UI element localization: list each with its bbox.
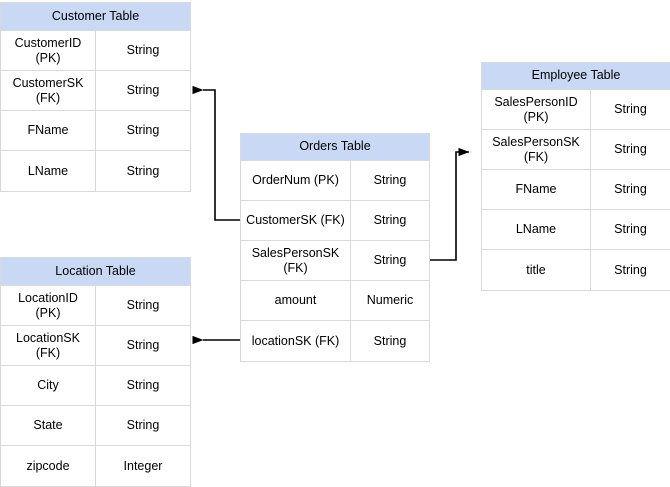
table-row[interactable]: CustomerID (PK) String <box>1 31 190 71</box>
table-title-employee: Employee Table <box>482 63 670 90</box>
field-type: String <box>126 378 160 393</box>
field-type: String <box>126 123 160 138</box>
table-row[interactable]: FName String <box>1 111 190 151</box>
table-title-orders: Orders Table <box>241 134 429 161</box>
field-name: CustomerSK (FK) <box>1 71 96 110</box>
field-type: String <box>373 213 407 228</box>
field-type: String <box>126 163 160 178</box>
table-row[interactable]: CustomerSK (FK) String <box>241 201 429 241</box>
field-type: String <box>614 182 647 197</box>
table-row[interactable]: LName String <box>482 210 670 250</box>
table-title-location: Location Table <box>1 258 190 286</box>
table-row[interactable]: locationSK (FK) String <box>241 321 429 361</box>
field-name: CustomerID (PK) <box>1 31 96 70</box>
field-name: SalesPersonSK (FK) <box>482 130 591 169</box>
table-row[interactable]: CustomerSK (FK) String <box>1 71 190 111</box>
entity-table-orders[interactable]: Orders Table OrderNum (PK) String Custom… <box>240 133 430 362</box>
connector-orders-to-employee <box>430 147 470 261</box>
field-name: SalesPersonID (PK) <box>482 90 591 129</box>
field-type: String <box>614 262 647 277</box>
field-type: String <box>373 333 407 348</box>
table-row[interactable]: LName String <box>1 151 190 191</box>
field-type: String <box>373 173 407 188</box>
field-type: String <box>614 142 647 157</box>
field-name: LocationSK (FK) <box>1 326 96 365</box>
field-name: LName <box>1 151 96 191</box>
table-row[interactable]: amount Numeric <box>241 281 429 321</box>
table-row[interactable]: FName String <box>482 170 670 210</box>
field-type: Numeric <box>366 293 414 308</box>
field-name: CustomerSK (FK) <box>241 201 351 240</box>
field-type: Integer <box>123 458 163 473</box>
table-row[interactable]: State String <box>1 406 190 446</box>
table-title-customer: Customer Table <box>1 3 190 31</box>
field-type: String <box>126 43 160 58</box>
table-row[interactable]: LocationID (PK) String <box>1 286 190 326</box>
table-row[interactable]: title String <box>482 250 670 290</box>
field-type: String <box>126 83 160 98</box>
field-name: FName <box>482 170 591 209</box>
field-type: String <box>614 222 647 237</box>
field-type: String <box>373 253 407 268</box>
table-row[interactable]: OrderNum (PK) String <box>241 161 429 201</box>
field-name: State <box>1 406 96 445</box>
table-row[interactable]: SalesPersonSK (FK) String <box>482 130 670 170</box>
entity-table-location[interactable]: Location Table LocationID (PK) String Lo… <box>0 257 191 487</box>
field-name: City <box>1 366 96 405</box>
field-name: OrderNum (PK) <box>241 161 351 200</box>
field-name: LName <box>482 210 591 249</box>
entity-table-employee[interactable]: Employee Table SalesPersonID (PK) String… <box>481 62 670 291</box>
table-row[interactable]: City String <box>1 366 190 406</box>
field-type: String <box>126 418 160 433</box>
table-row[interactable]: LocationSK (FK) String <box>1 326 190 366</box>
field-name: SalesPersonSK (FK) <box>241 241 351 280</box>
field-name: amount <box>241 281 351 320</box>
field-type: String <box>614 102 647 117</box>
connector-orders-to-customer <box>192 85 240 221</box>
field-name: locationSK (FK) <box>241 321 351 361</box>
entity-table-customer[interactable]: Customer Table CustomerID (PK) String Cu… <box>0 2 191 192</box>
table-row[interactable]: SalesPersonSK (FK) String <box>241 241 429 281</box>
field-name: FName <box>1 111 96 150</box>
field-type: String <box>126 298 160 313</box>
table-row[interactable]: SalesPersonID (PK) String <box>482 90 670 130</box>
field-type: String <box>126 338 160 353</box>
field-name: zipcode <box>1 446 96 486</box>
table-row[interactable]: zipcode Integer <box>1 446 190 486</box>
field-name: LocationID (PK) <box>1 286 96 325</box>
field-name: title <box>482 250 591 290</box>
